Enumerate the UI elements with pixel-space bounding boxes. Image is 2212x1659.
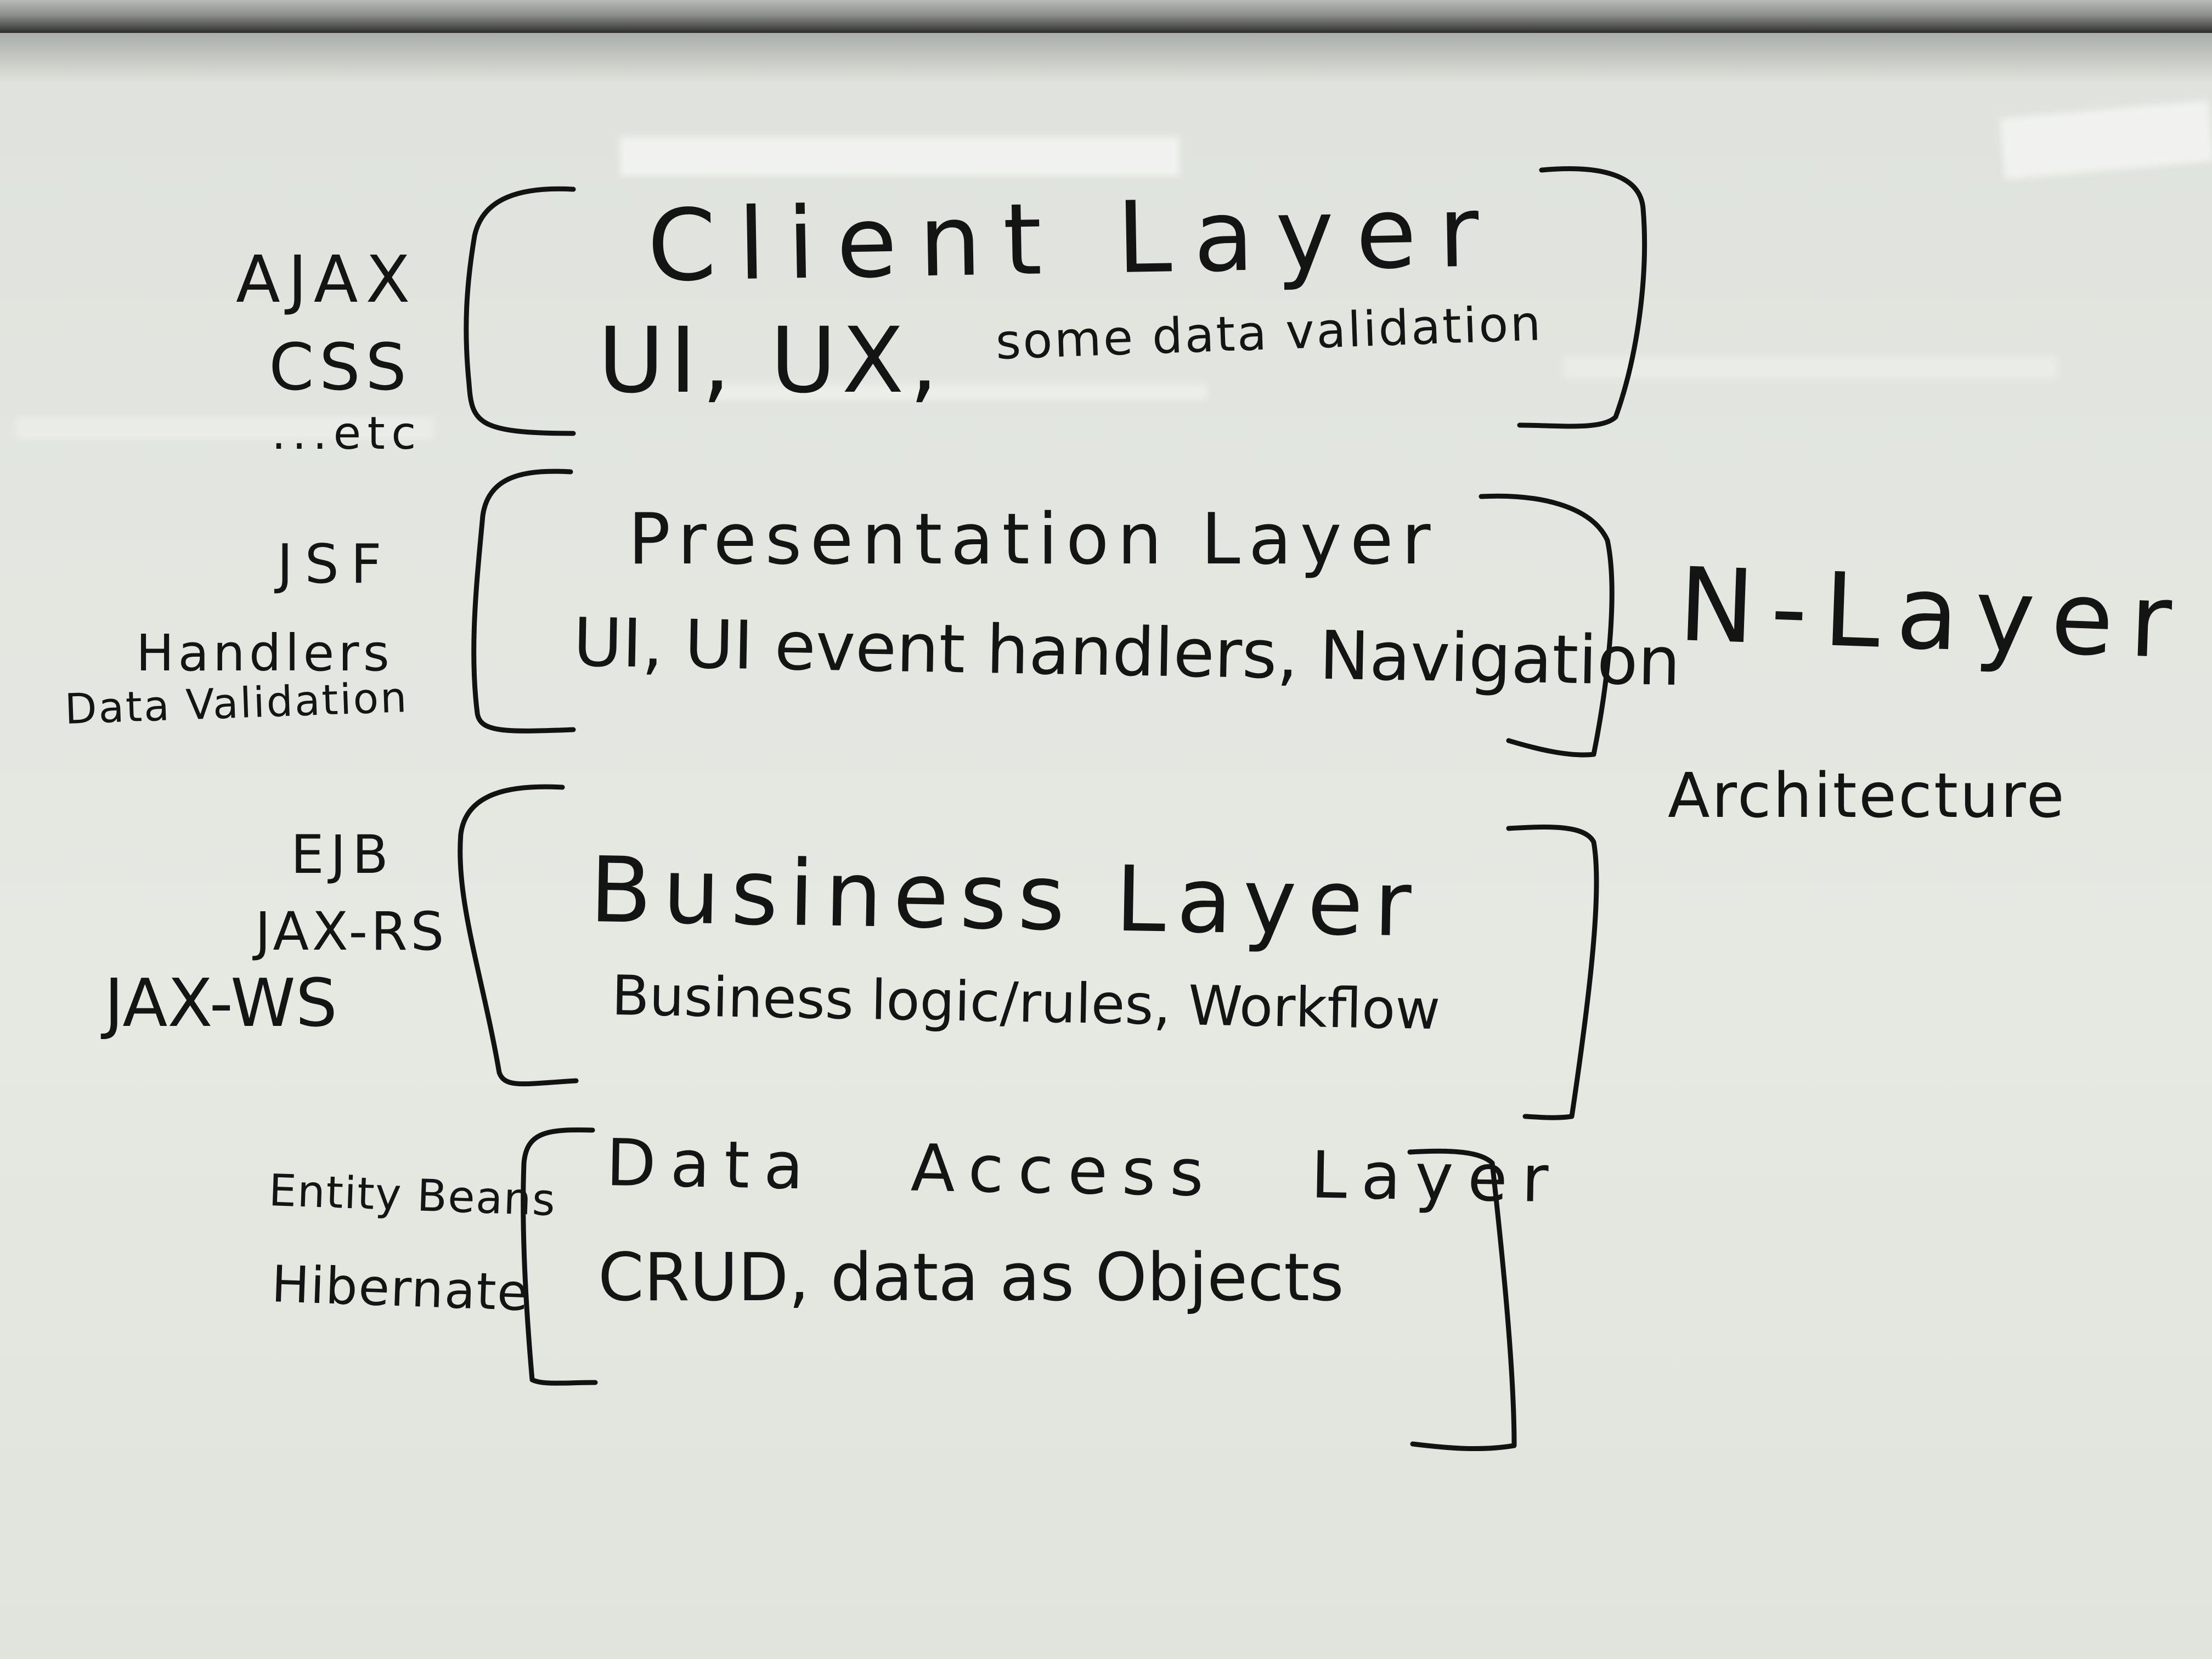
frame-shadow (0, 33, 2212, 82)
presentation-right-bracket (1479, 493, 1615, 758)
presentation-tech-item: Data Validation (64, 673, 409, 733)
client-right-bracket (1517, 166, 1647, 429)
client-layer-description: UI, UX, (598, 308, 944, 413)
light-glare (1564, 357, 2057, 379)
client-tech-item: CSS (269, 329, 412, 405)
data-access-left-bracket (521, 1127, 598, 1386)
data-access-tech-item: Hibernate (270, 1255, 531, 1323)
data-access-tech-item: Entity Beans (268, 1165, 557, 1226)
business-left-bracket (458, 784, 579, 1087)
business-right-bracket (1506, 825, 1599, 1120)
client-tech-item: ...etc (272, 408, 422, 460)
presentation-tech-item: Handlers (136, 624, 394, 682)
business-layer-description: Business logic/rules, Workflow (611, 963, 1441, 1042)
presentation-left-bracket (471, 469, 576, 733)
business-tech-item: EJB (291, 824, 395, 885)
client-left-bracket (464, 186, 576, 436)
data-access-layer-title: Data Access Layer (605, 1125, 1564, 1217)
light-glare (16, 417, 433, 439)
presentation-layer-title: Presentation Layer (628, 499, 1439, 580)
client-tech-item: AJAX (236, 241, 418, 317)
presentation-layer-description: UI, UI event handlers, Navigation (572, 603, 1681, 701)
data-access-right-bracket (1407, 1148, 1517, 1452)
business-layer-title: Business Layer (589, 837, 1423, 957)
side-title-line1: N-Layer (1677, 545, 2190, 682)
presentation-tech-item: JSF (277, 533, 394, 596)
light-glare (620, 137, 1180, 176)
business-tech-item: JAX-WS (104, 966, 337, 1042)
client-layer-title: Client Layer (646, 174, 1502, 304)
business-tech-item: JAX-RS (255, 901, 448, 962)
side-title-line2: Architecture (1668, 760, 2066, 832)
data-access-layer-description: CRUD, data as Objects (598, 1240, 1344, 1316)
light-glare (713, 384, 1207, 399)
whiteboard-frame-top (0, 0, 2212, 33)
